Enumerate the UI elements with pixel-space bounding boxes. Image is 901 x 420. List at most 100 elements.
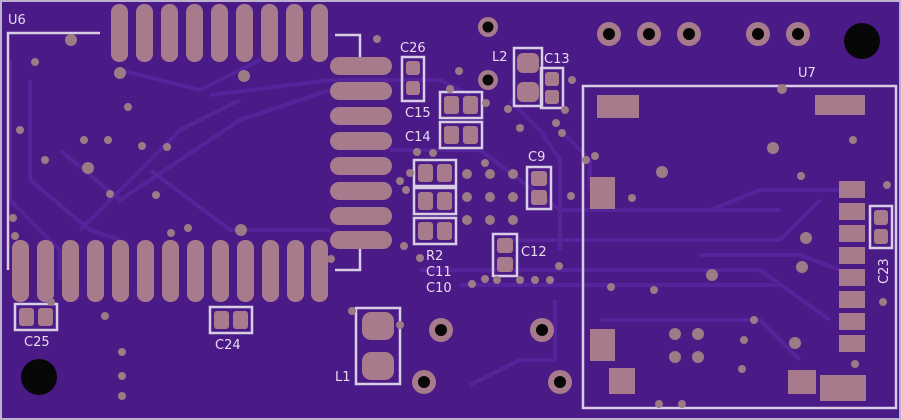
th-pad-3 (597, 22, 621, 46)
c10-outline (412, 216, 458, 246)
th-pad-4 (637, 22, 661, 46)
u6-pad-bottom-1 (12, 240, 29, 302)
label-c11: C11 (426, 265, 452, 280)
u6-pad-right-6 (330, 182, 392, 200)
u7-pad-side-7 (839, 313, 865, 330)
u6-outline (6, 31, 100, 270)
u6-pad-bottom-9 (212, 240, 229, 302)
u6-pad-bottom-8 (187, 240, 204, 302)
c11-pad-2 (437, 192, 452, 210)
u6-pad-right-5 (330, 157, 392, 175)
c15-pad-1 (444, 96, 459, 114)
label-r2: R2 (426, 249, 443, 264)
vias (9, 34, 891, 408)
label-c14: C14 (405, 130, 431, 145)
c24-pad-1 (214, 311, 229, 329)
u7-pad-side-4 (839, 247, 865, 264)
label-c24: C24 (215, 338, 241, 353)
c9-outline (525, 165, 553, 211)
th-pad-6 (746, 22, 770, 46)
u6-pad-top-8 (286, 4, 303, 62)
u6-pad-right-4 (330, 132, 392, 150)
c23-pad-1 (874, 210, 888, 225)
c26-outline (400, 55, 426, 103)
label-c10: C10 (426, 281, 452, 296)
mounting-hole-bottom-left (21, 359, 57, 395)
u7-pad-side-5 (839, 269, 865, 286)
u6-pad-top-5 (211, 4, 228, 62)
c9-pad-1 (531, 171, 547, 186)
th-pad-1 (478, 17, 498, 37)
u7-pad-3 (590, 177, 615, 209)
label-u7: U7 (798, 66, 816, 81)
c10-pad-2 (437, 222, 452, 240)
label-u6: U6 (8, 13, 26, 28)
u6-pad-bottom-2 (37, 240, 54, 302)
through-hole-pads (412, 17, 810, 394)
c26-pad-1 (406, 61, 420, 75)
l1-pad-2 (362, 352, 394, 380)
th-pad-5 (677, 22, 701, 46)
u6-pad-top-7 (261, 4, 278, 62)
u7-pad-side-2 (839, 203, 865, 220)
u6-pad-top-9 (311, 4, 328, 62)
th-pad-11 (548, 370, 572, 394)
c14-outline (438, 120, 484, 150)
c26-pad-2 (406, 81, 420, 95)
via-scatter (9, 34, 891, 408)
u6-pad-bottom-13 (311, 240, 328, 302)
via-grid (462, 169, 518, 225)
c14-pad-1 (444, 126, 459, 144)
mounting-holes (21, 23, 880, 395)
u6-pad-bottom-3 (62, 240, 79, 302)
u6-pad-top-4 (186, 4, 203, 62)
th-pad-2 (478, 70, 498, 90)
u6-corner-br (335, 248, 362, 272)
u6-pad-top-2 (136, 4, 153, 62)
u6-pad-top-1 (111, 4, 128, 62)
u6-pad-bottom-11 (262, 240, 279, 302)
label-c25: C25 (24, 335, 50, 350)
c24-pad-2 (233, 311, 248, 329)
r2-pad-2 (437, 164, 452, 182)
c11-outline (412, 186, 458, 216)
label-c15: C15 (405, 106, 431, 121)
c10-pad-1 (418, 222, 433, 240)
th-pad-10 (412, 370, 436, 394)
silkscreen-labels: U6 U7 C26 L2 C13 C15 C14 C9 R2 C11 C10 C… (8, 13, 892, 385)
c13-pad-1 (545, 72, 559, 86)
u6-pad-right-8 (330, 231, 392, 249)
u7-pad-side-3 (839, 225, 865, 242)
u7-pad-2 (815, 95, 865, 115)
mounting-hole-top-right (844, 23, 880, 59)
u6-pad-right-7 (330, 207, 392, 225)
c13-outline (539, 66, 565, 110)
th-pad-7 (786, 22, 810, 46)
label-c23: C23 (877, 258, 892, 284)
c12-pad-2 (497, 257, 513, 272)
l1-outline (354, 306, 402, 386)
u6-pad-bottom-4 (87, 240, 104, 302)
u6-pad-top-3 (161, 4, 178, 62)
u6-pad-bottom-6 (137, 240, 154, 302)
c24-outline (208, 305, 254, 335)
u7-pad-5 (609, 368, 635, 394)
u6-pad-bottom-12 (287, 240, 304, 302)
l2-pad-1 (517, 53, 539, 73)
c15-outline (438, 90, 484, 120)
smd-pads (12, 4, 888, 401)
u6-pad-right-1 (330, 57, 392, 75)
th-pad-8 (429, 318, 453, 342)
u7-pad-side-1 (839, 181, 865, 198)
u7-pad-4 (590, 329, 615, 361)
th-pad-9 (530, 318, 554, 342)
label-l2: L2 (492, 50, 508, 65)
label-c13: C13 (544, 52, 570, 67)
u6-pad-top-6 (236, 4, 253, 62)
u6-pad-bottom-7 (162, 240, 179, 302)
label-c26: C26 (400, 41, 426, 56)
c23-pad-2 (874, 229, 888, 244)
r2-pad-1 (418, 164, 433, 182)
